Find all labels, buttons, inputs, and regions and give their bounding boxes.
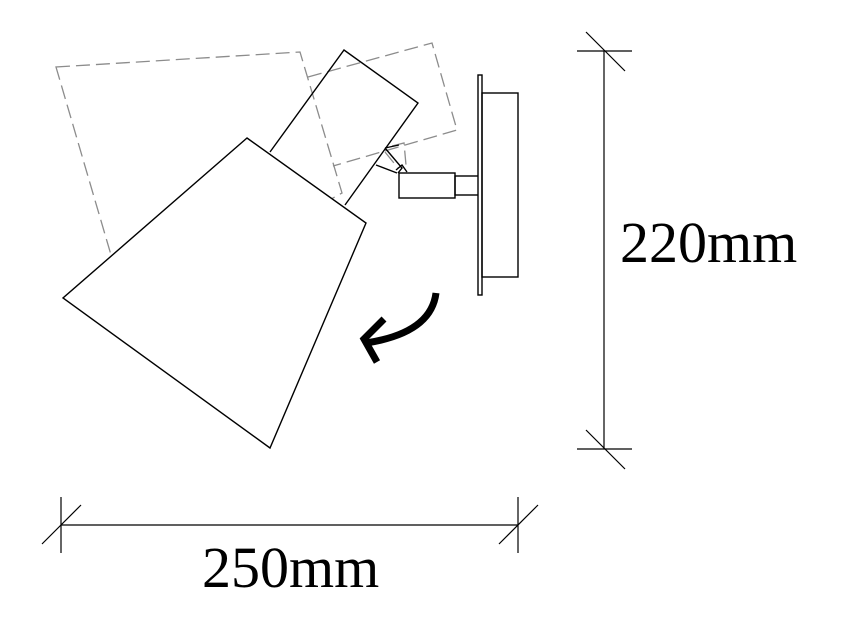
lamp-neck [269,49,419,206]
lamp-shade [61,137,367,450]
height-dimension [577,31,632,470]
ghost-shade [55,51,343,314]
connecting-arm [454,175,480,196]
ghost-pivot-link [384,151,399,169]
back-box [481,92,519,278]
height-dimension-label: 220mm [620,210,797,275]
lamp-current [61,49,519,450]
rotation-arrow-icon [359,292,440,364]
width-dimension-label: 250mm [202,535,379,600]
pivot-joint [375,144,408,174]
socket-housing [398,172,456,199]
ghost-neck [307,42,458,167]
width-dimension [41,497,539,553]
